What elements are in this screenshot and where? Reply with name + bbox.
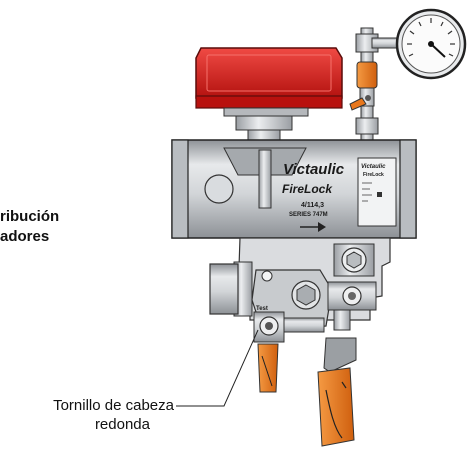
nameplate: Victaulic FireLock xyxy=(357,157,397,227)
brand-mark: Victaulic xyxy=(283,161,345,178)
model-mark: FireLock xyxy=(282,182,333,196)
test-valve: Test xyxy=(253,306,325,343)
flow-arrow-icon xyxy=(300,222,326,232)
screw-callout-line2: redonda xyxy=(94,416,150,433)
nameplate-brand: Victaulic xyxy=(361,164,386,170)
size-mark: 4/114,3 xyxy=(301,202,324,209)
callout-left-line1: ribución xyxy=(0,208,60,225)
screw-callout-line1: Tornillo de cabeza xyxy=(53,397,174,414)
series-mark: SERIES 747M xyxy=(289,212,328,218)
test-handle[interactable] xyxy=(257,343,279,393)
screw-callout-line xyxy=(176,329,259,407)
check-valve xyxy=(327,281,377,331)
gauge-valve xyxy=(349,61,378,111)
test-label: Test xyxy=(256,306,268,312)
pressure-gauge xyxy=(395,8,467,80)
callout-left-line2: adores xyxy=(0,228,50,245)
nameplate-model: FireLock xyxy=(363,172,384,178)
drain-handle[interactable] xyxy=(317,337,357,447)
alarm-switch xyxy=(195,47,343,117)
